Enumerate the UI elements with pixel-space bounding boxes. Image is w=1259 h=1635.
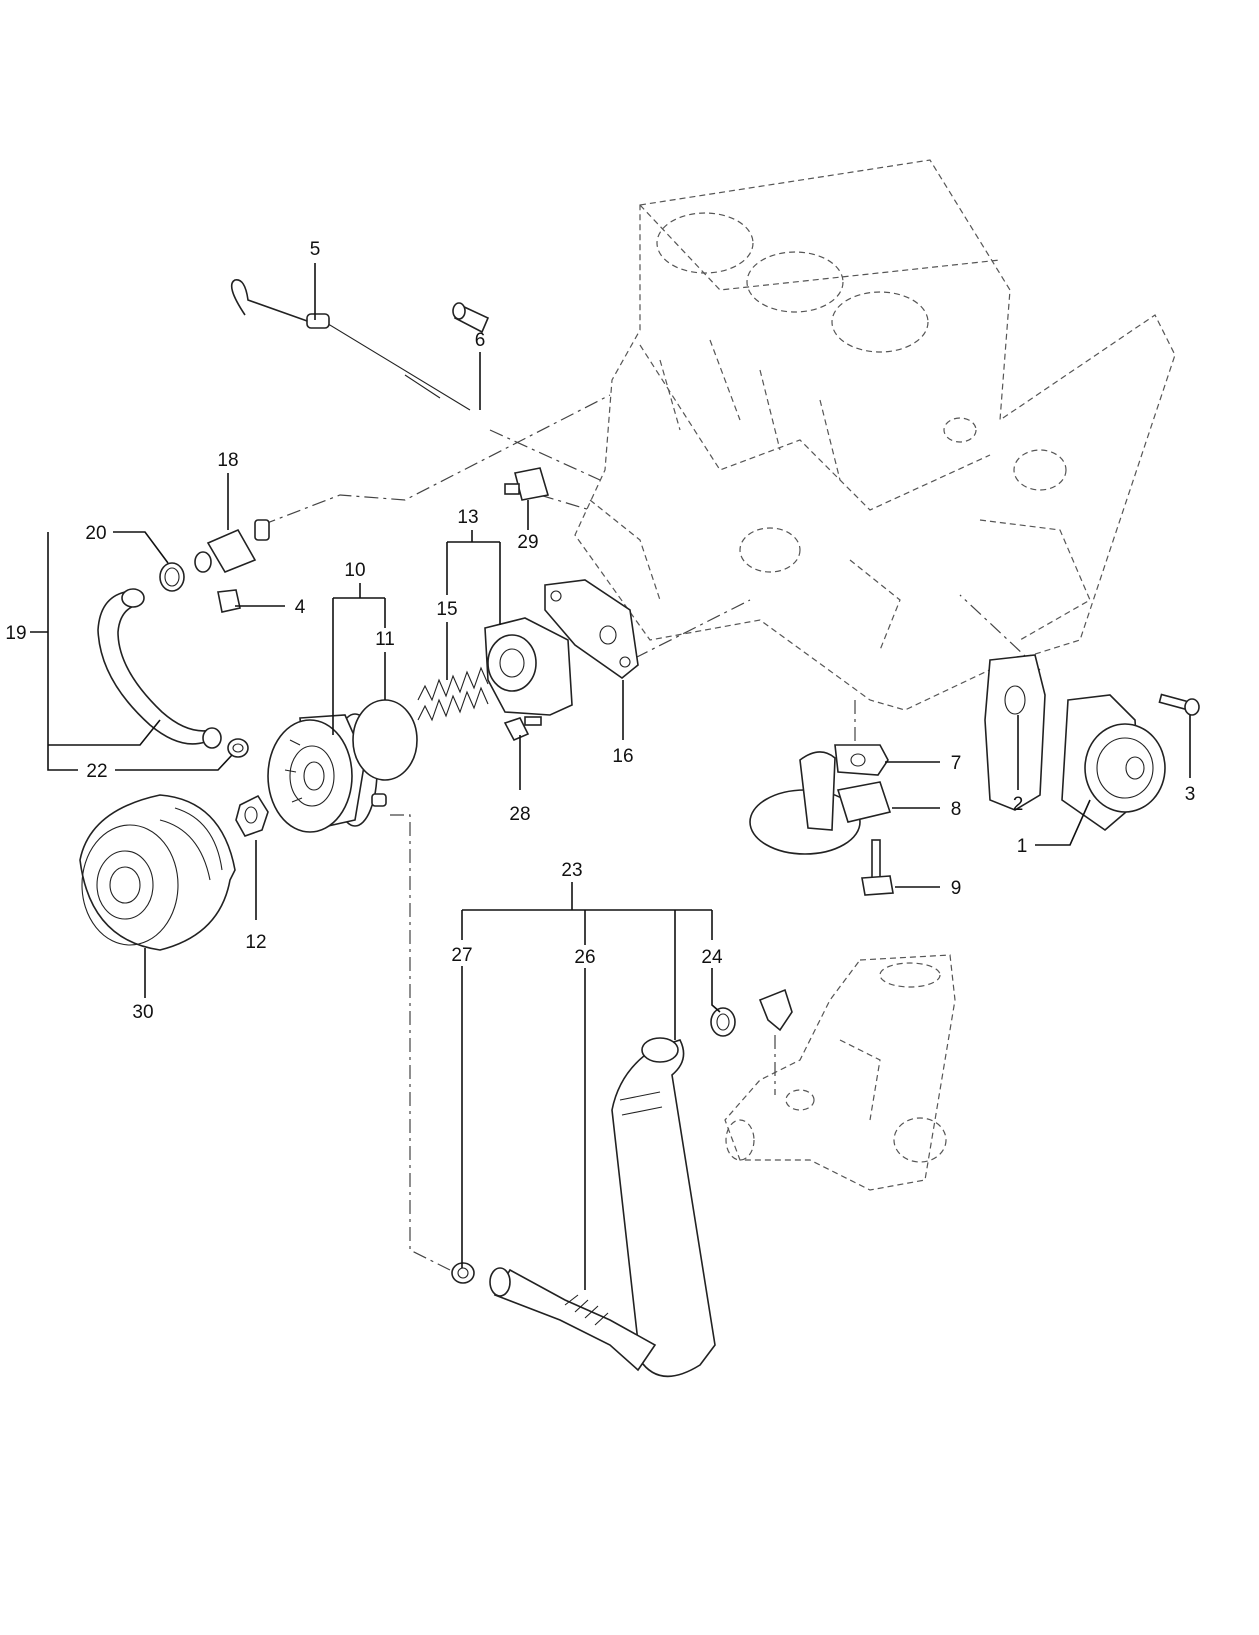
hose-clamp-upper xyxy=(159,562,185,592)
callouts: 5 6 18 29 4 20 19 22 10 11 13 15 16 28 1… xyxy=(5,239,1195,1023)
hose-fitting xyxy=(194,519,270,573)
dipstick-guide xyxy=(452,302,490,334)
pump-bolt xyxy=(1158,693,1200,716)
callout-6: 6 xyxy=(475,330,486,351)
callout-20: 20 xyxy=(85,523,106,544)
return-hose xyxy=(489,1037,716,1378)
hose-elbow-fitting xyxy=(758,988,793,1032)
callout-1: 1 xyxy=(1017,836,1028,857)
callout-4: 4 xyxy=(295,597,306,618)
hose-clamp-return-lower xyxy=(451,1262,475,1284)
o-ring xyxy=(352,699,418,781)
callout-22: 22 xyxy=(86,761,107,782)
strainer-gasket xyxy=(834,744,889,776)
callout-5: 5 xyxy=(310,239,321,260)
callout-27: 27 xyxy=(451,945,472,966)
callout-12: 12 xyxy=(245,932,266,953)
callout-3: 3 xyxy=(1185,784,1196,805)
strainer-bolt xyxy=(861,839,894,896)
callout-30: 30 xyxy=(132,1002,153,1023)
drain-plug xyxy=(217,589,241,613)
water-pump-housing-ghost xyxy=(724,954,956,1191)
filter-bracket xyxy=(484,617,573,716)
hose-clamp-return-upper xyxy=(710,1007,736,1037)
connection-lines xyxy=(261,394,1041,1271)
callout-8: 8 xyxy=(951,799,962,820)
callout-19: 19 xyxy=(5,623,26,644)
oil-strainer xyxy=(749,751,892,855)
callout-10: 10 xyxy=(344,560,365,581)
leader-lines xyxy=(30,263,1191,1290)
oil-pump-gasket xyxy=(984,654,1046,811)
callout-23: 23 xyxy=(561,860,582,881)
callout-13: 13 xyxy=(457,507,478,528)
callout-2: 2 xyxy=(1013,794,1024,815)
oil-pressure-switch xyxy=(504,467,550,501)
relief-spring xyxy=(417,666,489,722)
oil-hose xyxy=(97,588,222,749)
oil-pump xyxy=(1061,694,1166,832)
callout-7: 7 xyxy=(951,753,962,774)
callout-15: 15 xyxy=(436,599,457,620)
bracket-bolt xyxy=(503,716,542,742)
cooler-nut xyxy=(235,794,269,837)
callout-28: 28 xyxy=(509,804,530,825)
callout-26: 26 xyxy=(574,947,595,968)
callout-9: 9 xyxy=(951,878,962,899)
oil-filter xyxy=(79,794,236,951)
engine-block-ghost xyxy=(574,159,1176,711)
bracket-gasket xyxy=(544,579,639,680)
dipstick xyxy=(230,279,471,411)
callout-11: 11 xyxy=(375,629,395,650)
callout-29: 29 xyxy=(517,532,538,553)
callout-24: 24 xyxy=(701,947,723,968)
hose-clamp-lower xyxy=(227,738,249,758)
callout-16: 16 xyxy=(612,746,633,767)
callout-18: 18 xyxy=(217,450,238,471)
